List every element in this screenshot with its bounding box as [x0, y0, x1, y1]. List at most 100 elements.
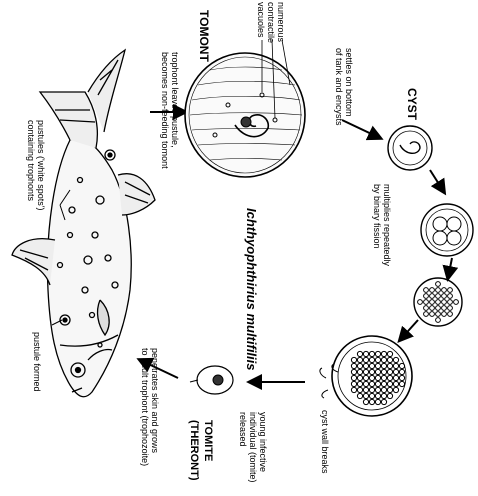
vacuoles-label-1: numerous [276, 2, 286, 42]
settles-label-1: settles on bottom [344, 48, 354, 117]
trophont-leaves-label-1: trophont leaves pustule, [170, 52, 180, 148]
pustules-label-1: pustules ('white spots') [36, 120, 46, 210]
cyst-cell [387, 369, 392, 374]
cyst-cell [436, 300, 441, 305]
cyst-cell [369, 363, 374, 368]
cyst-cell [424, 294, 429, 299]
species-name: Ichthyophthirius multifiliis [244, 208, 258, 371]
cyst-cell [424, 306, 429, 311]
cyst-cell [363, 399, 368, 404]
cyst-cell [387, 363, 392, 368]
tomont-illustration [185, 53, 305, 177]
cyst-cell [399, 381, 404, 386]
cyst-cell [369, 375, 374, 380]
cyst-cell [357, 381, 362, 386]
cyst-cell [369, 399, 374, 404]
cyst-cell [393, 357, 398, 362]
cyst-cell [363, 375, 368, 380]
pustules-label-2: containing trophonts [26, 120, 36, 201]
cyst-cell [369, 387, 374, 392]
cyst-cell [436, 288, 441, 293]
cyst-cell [375, 399, 380, 404]
cyst-cell [387, 393, 392, 398]
cyst-cell [448, 288, 453, 293]
cyst-cell [363, 393, 368, 398]
vacuoles-label-2: contractile [266, 2, 276, 43]
cyst-cell [375, 351, 380, 356]
cyst-cell [381, 375, 386, 380]
cyst-cell [381, 381, 386, 386]
multiplies-label-2: by binary fission [372, 184, 382, 249]
cyst-cell [442, 288, 447, 293]
cyst-cell [357, 357, 362, 362]
cyst-title: CYST [405, 88, 418, 120]
vacuoles-label-3: vacuoles [256, 2, 266, 38]
cyst-cell [351, 375, 356, 380]
cyst-cell [430, 312, 435, 317]
multi-cell-cyst-illustration [414, 278, 462, 326]
cyst-cell [424, 312, 429, 317]
cyst-cell [369, 357, 374, 362]
cyst-cell [369, 393, 374, 398]
cyst-cell [436, 312, 441, 317]
cyst-cell [430, 306, 435, 311]
cyst-cell [369, 351, 374, 356]
cyst-cell [399, 375, 404, 380]
cyst-cell [448, 312, 453, 317]
cyst-cell [375, 393, 380, 398]
cyst-cell [369, 381, 374, 386]
young-infective-label-1: young infective [258, 412, 268, 472]
cyst-wall-breaks-label: cyst wall breaks [320, 410, 330, 474]
cyst-cell [442, 312, 447, 317]
cyst-cell [351, 387, 356, 392]
cyst-cell [393, 369, 398, 374]
cyst-cell [375, 363, 380, 368]
cyst-cell [357, 375, 362, 380]
cyst-cell [357, 393, 362, 398]
cyst-cell [448, 300, 453, 305]
tomont-title: TOMONT [197, 10, 210, 62]
penetrates-label-1: penetrates skin and grows [150, 348, 160, 453]
cyst-cell [381, 387, 386, 392]
cyst-cell [363, 351, 368, 356]
cyst-cell [357, 351, 362, 356]
cyst-cell [357, 369, 362, 374]
cyst-cell [430, 300, 435, 305]
cyst-cell [357, 363, 362, 368]
cyst-cell [363, 369, 368, 374]
cyst-cell [436, 282, 441, 287]
cyst-cell [387, 357, 392, 362]
penetrates-label-2: to adult trophont (trophozoite) [140, 348, 150, 466]
breaking-cyst-illustration [320, 336, 412, 416]
cyst-cell [448, 306, 453, 311]
dividing-cyst-illustration [421, 204, 473, 256]
cyst-cell [357, 387, 362, 392]
cyst-cell [436, 318, 441, 323]
cyst-cell [363, 357, 368, 362]
cyst-cell [387, 387, 392, 392]
cyst-cell [436, 306, 441, 311]
young-infective-label-3: released [238, 412, 248, 447]
cyst-cell [381, 393, 386, 398]
cyst-cell [351, 357, 356, 362]
cyst-cell [399, 369, 404, 374]
cyst-cell [393, 363, 398, 368]
cyst-cell [393, 387, 398, 392]
cyst-cell [454, 300, 459, 305]
young-infective-label-2: individual (tomite) [248, 412, 258, 483]
cyst-cell [381, 369, 386, 374]
cyst-cell [442, 294, 447, 299]
cyst-cell [430, 294, 435, 299]
cyst-cell [387, 381, 392, 386]
cyst-cell [387, 351, 392, 356]
cyst-cell [436, 294, 441, 299]
cyst-cell [375, 381, 380, 386]
cyst-cell [393, 375, 398, 380]
cyst-cell [381, 357, 386, 362]
cyst-cell [442, 300, 447, 305]
settles-label-2: of tank and encysts [334, 48, 344, 126]
tomite-illustration [190, 366, 233, 394]
cyst-cell [363, 363, 368, 368]
cyst-cell [375, 387, 380, 392]
theront-title: (THERONT) [188, 420, 200, 481]
